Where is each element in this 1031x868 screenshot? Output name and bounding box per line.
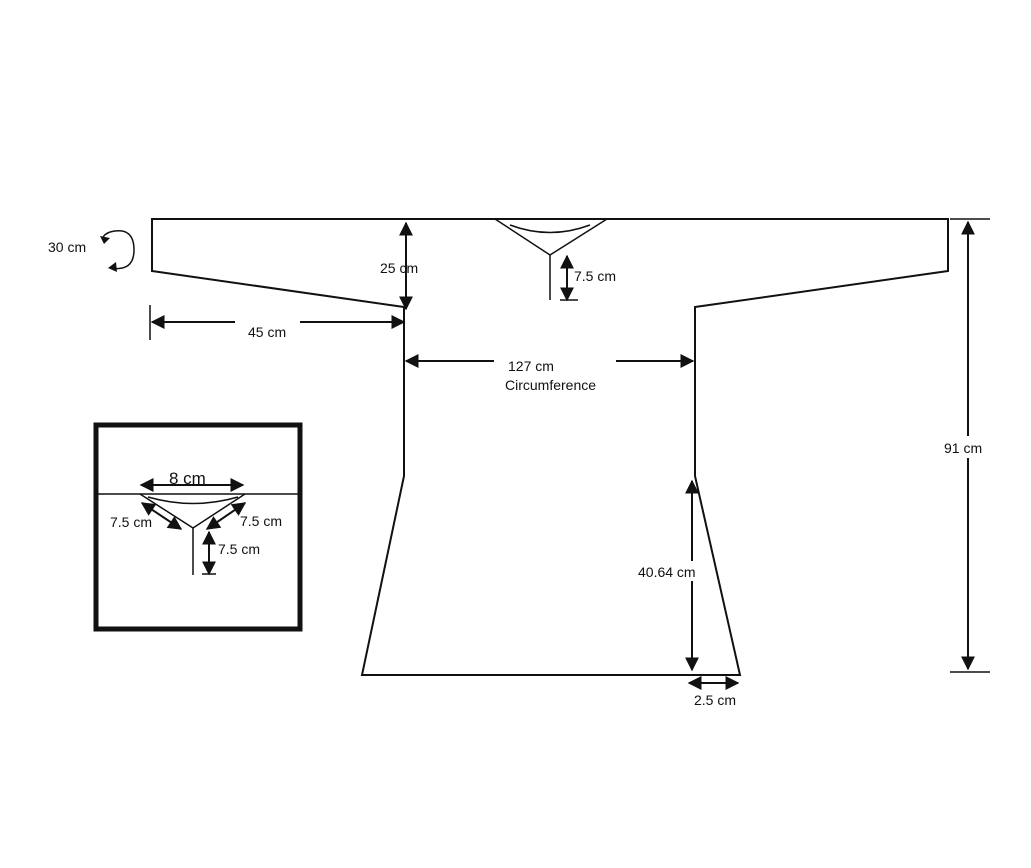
inset-frame — [93, 422, 303, 632]
inset-neck-width-label: 8 cm — [169, 469, 206, 488]
inset-left-edge-label: 7.5 cm — [110, 514, 152, 530]
tunic-outline — [151, 218, 949, 676]
neck-opening — [494, 218, 608, 300]
cuff-circumference-label: 30 cm — [48, 239, 86, 255]
sleeve-length-label: 45 cm — [248, 324, 286, 340]
inset-neck-slit-label: 7.5 cm — [218, 541, 260, 557]
side-seam-label: 40.64 cm — [638, 564, 696, 580]
hem-flare-label: 2.5 cm — [694, 692, 736, 708]
cuff-rotation-icon — [100, 230, 135, 272]
neck-slit-label: 7.5 cm — [574, 268, 616, 284]
inset-right-edge-label: 7.5 cm — [240, 513, 282, 529]
inset-left-edge-arrow — [140, 502, 183, 530]
chest-note: Circumference — [505, 377, 596, 393]
chest-label: 127 cm — [508, 358, 554, 374]
inset-right-edge-arrow — [205, 502, 247, 530]
shoulder-drop-label: 25 cm — [380, 260, 418, 276]
neck-detail-inset: 8 cm 7.5 cm 7.5 cm 7.5 cm — [93, 422, 303, 632]
total-length-label: 91 cm — [944, 440, 982, 456]
